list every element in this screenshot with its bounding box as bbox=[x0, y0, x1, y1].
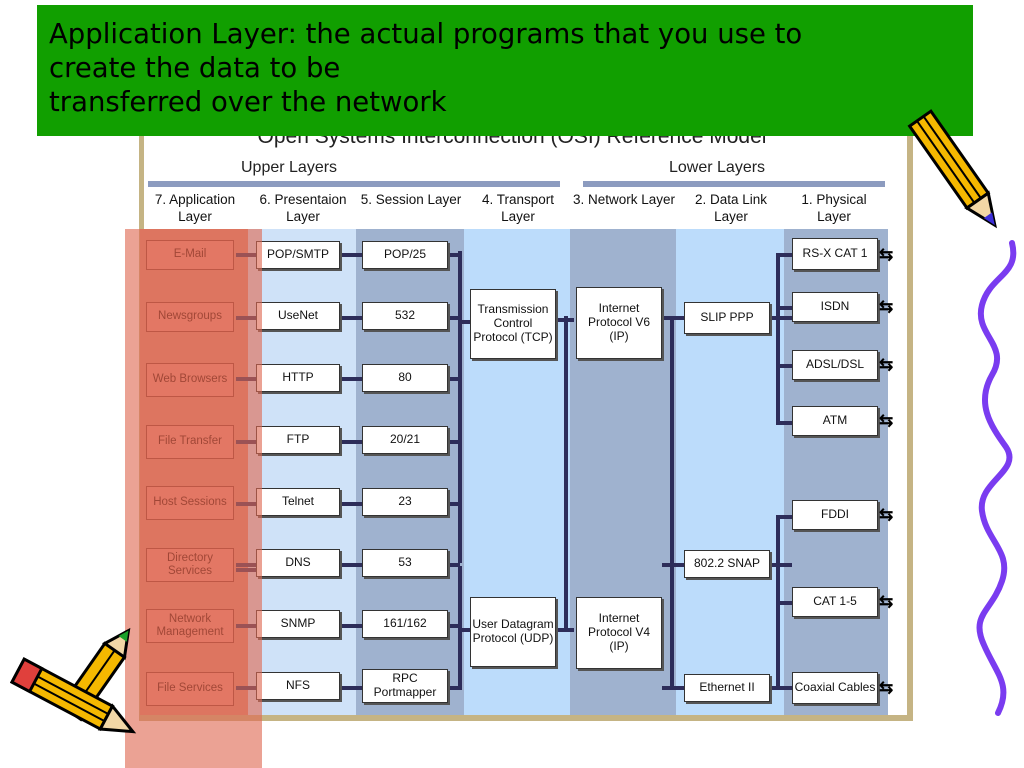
udp-to-ipv4 bbox=[556, 628, 574, 632]
presentation-node-telnet: Telnet bbox=[256, 488, 340, 516]
column-header-datalink: 2. Data Link Layer bbox=[694, 192, 768, 224]
double-arrow-icon: ⇆ bbox=[879, 678, 894, 697]
double-arrow-icon: ⇆ bbox=[879, 297, 894, 316]
physical-node-coaxial-cables: Coaxial Cables bbox=[792, 672, 878, 704]
app-node-email: E-Mail bbox=[146, 240, 234, 270]
snap-to-physical bbox=[770, 563, 792, 567]
connector-row-3 bbox=[236, 377, 460, 381]
session-node-532: 532 bbox=[362, 302, 448, 330]
physical-node-adsl-dsl: ADSL/DSL bbox=[792, 350, 878, 380]
title-line-2: create the data to be bbox=[49, 52, 341, 84]
column-header-network: 3. Network Layer bbox=[572, 192, 676, 207]
column-header-transport: 4. Transport Layer bbox=[481, 192, 555, 224]
session-node-161-162: 161/162 bbox=[362, 610, 448, 638]
transport-network-bus bbox=[564, 316, 568, 630]
presentation-node-http: HTTP bbox=[256, 364, 340, 392]
network-node-ipv4: Internet Protocol V4 (IP) bbox=[576, 597, 662, 669]
bus-to-isdn bbox=[776, 306, 792, 310]
connector-row-6b bbox=[236, 568, 256, 572]
bus-to-rsx bbox=[776, 253, 792, 257]
datalink-node-slip-ppp: SLIP PPP bbox=[684, 302, 770, 334]
app-node-directory-services: Directory Services bbox=[146, 548, 234, 582]
squiggle-line bbox=[976, 240, 1017, 716]
presentation-node-ftp: FTP bbox=[256, 426, 340, 454]
presentation-node-usenet: UseNet bbox=[256, 302, 340, 330]
presentation-node-snmp: SNMP bbox=[256, 610, 340, 638]
lower-layers-label: Lower Layers bbox=[669, 159, 766, 176]
double-arrow-icon: ⇆ bbox=[879, 355, 894, 374]
connector-row-1 bbox=[236, 253, 460, 257]
session-bus-upper bbox=[458, 251, 462, 563]
connector-row-8 bbox=[236, 686, 460, 690]
ipv6-to-slip bbox=[662, 316, 684, 320]
double-arrow-icon: ⇆ bbox=[879, 505, 894, 524]
app-node-file-services: File Services bbox=[146, 672, 234, 706]
title-banner: Application Layer: the actual programs t… bbox=[37, 5, 973, 136]
app-node-file-transfer: File Transfer bbox=[146, 425, 234, 459]
connector-row-6 bbox=[236, 563, 460, 567]
session-node-80: 80 bbox=[362, 364, 448, 392]
presentation-node-dns: DNS bbox=[256, 549, 340, 577]
double-arrow-icon: ⇆ bbox=[879, 592, 894, 611]
upper-layers-label: Upper Layers bbox=[241, 159, 338, 176]
bus-to-snap bbox=[662, 563, 684, 567]
column-header-physical: 1. Physical Layer bbox=[801, 192, 867, 224]
ethernet-to-coax bbox=[770, 686, 792, 690]
session-node-53: 53 bbox=[362, 549, 448, 577]
physical-node-atm: ATM bbox=[792, 406, 878, 436]
lower-layers-bar bbox=[583, 181, 885, 187]
column-header-session: 5. Session Layer bbox=[360, 192, 462, 207]
double-arrow-icon: ⇆ bbox=[879, 245, 894, 264]
title-line-1: Application Layer: the actual programs t… bbox=[49, 18, 803, 50]
physical-node-cat-1-5: CAT 1-5 bbox=[792, 587, 878, 617]
title-line-3: transferred over the network bbox=[49, 86, 447, 118]
session-node-pop25: POP/25 bbox=[362, 241, 448, 269]
column-header-application: 7. Application Layer bbox=[154, 192, 236, 224]
bus-to-ethernet bbox=[662, 686, 684, 690]
tcp-to-ipv6 bbox=[556, 318, 574, 322]
bus-to-fddi bbox=[776, 515, 792, 519]
transport-node-udp: User Datagram Protocol (UDP) bbox=[470, 597, 556, 667]
pencil-icon bbox=[907, 109, 997, 229]
connector-row-7 bbox=[236, 624, 460, 628]
pencil-icon bbox=[9, 657, 137, 734]
app-node-network-management: Network Management bbox=[146, 609, 234, 643]
datalink-node-802-2-snap: 802.2 SNAP bbox=[684, 550, 770, 578]
bus-to-atm bbox=[776, 421, 792, 425]
physical-bus-upper bbox=[776, 253, 780, 425]
session-to-tcp bbox=[458, 320, 470, 324]
double-arrow-icon: ⇆ bbox=[879, 411, 894, 430]
upper-layers-bar bbox=[148, 181, 560, 187]
bus-to-cat bbox=[776, 601, 792, 605]
connector-row-4 bbox=[236, 440, 460, 444]
session-node-23: 23 bbox=[362, 488, 448, 516]
column-header-presentation: 6. Presentaion Layer bbox=[259, 192, 347, 224]
app-node-newsgroups: Newsgroups bbox=[146, 302, 234, 332]
slip-to-physical bbox=[770, 316, 792, 320]
session-node-20-21: 20/21 bbox=[362, 426, 448, 454]
connector-row-2 bbox=[236, 316, 460, 320]
network-node-ipv6: Internet Protocol V6 (IP) bbox=[576, 287, 662, 359]
bus-to-adsl bbox=[776, 364, 792, 368]
session-node-rpc-portmapper: RPC Portmapper bbox=[362, 669, 448, 703]
datalink-node-ethernet-ii: Ethernet II bbox=[684, 674, 770, 702]
presentation-node-nfs: NFS bbox=[256, 672, 340, 700]
physical-node-fddi: FDDI bbox=[792, 500, 878, 530]
physical-node-isdn: ISDN bbox=[792, 292, 878, 322]
connector-row-5 bbox=[236, 502, 460, 506]
transport-node-tcp: Transmission Control Protocol (TCP) bbox=[470, 289, 556, 359]
app-node-web-browsers: Web Browsers bbox=[146, 363, 234, 397]
presentation-node-pop-smtp: POP/SMTP bbox=[256, 241, 340, 269]
network-datalink-bus bbox=[670, 316, 674, 690]
app-node-host-sessions: Host Sessions bbox=[146, 486, 234, 520]
physical-node-rs-x: RS-X CAT 1 bbox=[792, 238, 878, 270]
session-to-udp bbox=[458, 628, 470, 632]
